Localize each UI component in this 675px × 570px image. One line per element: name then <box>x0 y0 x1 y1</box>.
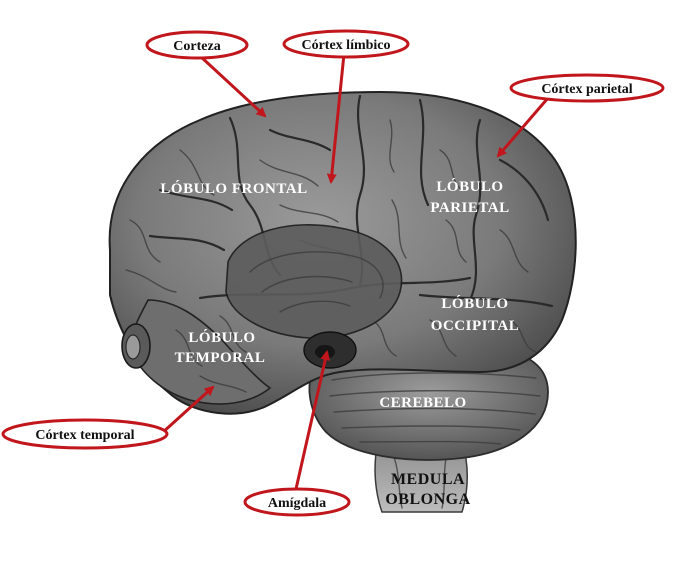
leader-limbico <box>326 53 346 184</box>
callout-corteza: Corteza <box>145 30 249 60</box>
callout-limbico: Córtex límbico <box>282 29 410 59</box>
label-medulla-line1: MEDULA <box>391 471 465 488</box>
label-occipital-lobe-line2: OCCIPITAL <box>431 318 519 334</box>
label-temporal-lobe-line2: TEMPORAL <box>175 350 266 366</box>
callout-amigdala: Amígdala <box>243 487 351 517</box>
label-cerebellum: CEREBELO <box>379 395 466 411</box>
olfactory-bulb <box>121 323 151 369</box>
leader-parietal <box>496 97 550 158</box>
label-parietal-lobe-line1: LÓBULO <box>436 178 503 195</box>
label-occipital-lobe-line1: LÓBULO <box>441 295 508 312</box>
label-frontal-lobe: LÓBULO FRONTAL <box>160 180 307 197</box>
callout-parietal-text: Córtex parietal <box>541 82 632 97</box>
leader-corteza <box>198 54 267 118</box>
leader-temporal <box>160 385 215 435</box>
label-medulla-line2: OBLONGA <box>385 491 470 508</box>
callout-limbico-text: Córtex límbico <box>301 38 390 53</box>
callout-temporal: Córtex temporal <box>1 418 169 450</box>
label-parietal-lobe-line2: PARIETAL <box>430 200 509 216</box>
label-temporal-lobe-line1: LÓBULO <box>188 329 255 346</box>
callout-temporal-text: Córtex temporal <box>35 428 134 443</box>
amygdala-shape <box>303 331 357 369</box>
leader-amigdala <box>294 350 331 490</box>
callout-amigdala-text: Amígdala <box>268 496 326 511</box>
callout-corteza-text: Corteza <box>173 39 220 54</box>
callout-parietal: Córtex parietal <box>509 73 665 103</box>
limbic-cutaway <box>225 224 403 339</box>
